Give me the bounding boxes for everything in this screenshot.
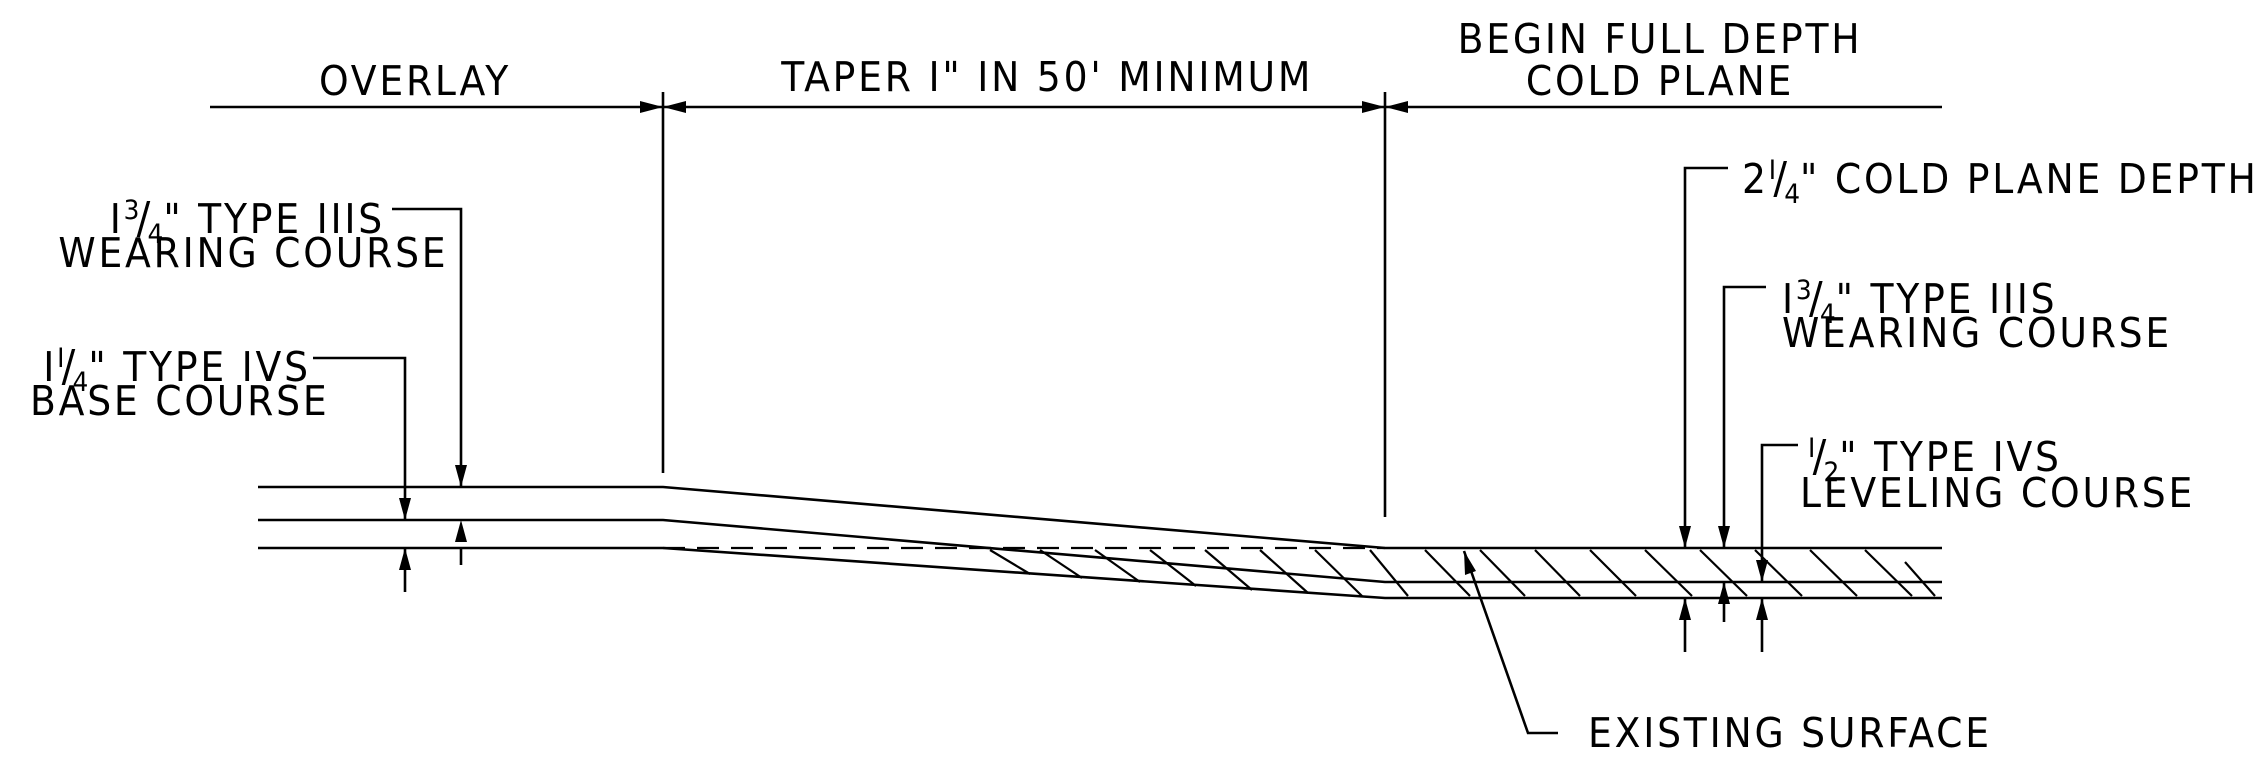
right-leveling-course-line2: LEVELING COURSE	[1800, 469, 2196, 517]
right-wearing-course-line2: WEARING COURSE	[1782, 309, 2172, 357]
full-depth-label-line1: BEGIN FULL DEPTH	[1457, 15, 1863, 63]
right-leveling-course-label: I/2" TYPE IVS	[1808, 428, 2158, 494]
right-wearing-course-label: I3/4" TYPE IIIS	[1782, 270, 2132, 336]
left-wearing-course-line2: WEARING COURSE	[58, 229, 449, 277]
right-cold-plane-leader	[1679, 166, 1728, 652]
left-base-course-label: II/4" TYPE IVS	[43, 338, 310, 404]
left-wearing-course-label: I3/4" TYPE IIIS	[58, 190, 385, 256]
overlay-label: OVERLAY	[319, 57, 511, 105]
cold-plane-hatching	[989, 549, 1936, 597]
left-wearing-whole: I	[109, 195, 124, 243]
taper-label: TAPER I" IN 50' MINIMUM	[781, 53, 1314, 101]
right-wearing-leader	[1718, 285, 1766, 622]
left-base-course-line2: BASE COURSE	[30, 377, 330, 425]
right-cold-fraction: I/4	[1768, 153, 1801, 210]
right-cold-rest: " COLD PLANE DEPTH	[1800, 155, 2258, 203]
full-depth-label-line2: COLD PLANE	[1525, 57, 1795, 105]
right-cold-whole: 2	[1742, 155, 1769, 203]
existing-surface-label: EXISTING SURFACE	[1588, 709, 1992, 757]
right-cold-plane-label: 2I/4" COLD PLANE DEPTH	[1742, 150, 2256, 216]
left-wearing-type: " TYPE IIIS	[163, 195, 385, 243]
pavement-layers	[258, 485, 1942, 600]
right-wearing-whole: I	[1782, 275, 1796, 323]
left-base-fraction: I/4	[57, 341, 89, 398]
existing-surface-leader	[1462, 550, 1558, 735]
left-wearing-leader	[392, 207, 467, 565]
right-wearing-type: " TYPE IIIS	[1835, 275, 2058, 323]
section-dimension-line	[210, 92, 1942, 517]
right-leveling-type: " TYPE IVS	[1839, 433, 2062, 481]
right-leveling-fraction: I/2	[1808, 431, 1840, 488]
left-base-leader	[313, 356, 411, 592]
left-wearing-fraction: 3/4	[123, 193, 164, 250]
left-base-type: " TYPE IVS	[88, 343, 311, 391]
right-leveling-leader	[1756, 443, 1798, 652]
right-wearing-fraction: 3/4	[1795, 273, 1836, 330]
left-base-whole: I	[43, 343, 58, 391]
